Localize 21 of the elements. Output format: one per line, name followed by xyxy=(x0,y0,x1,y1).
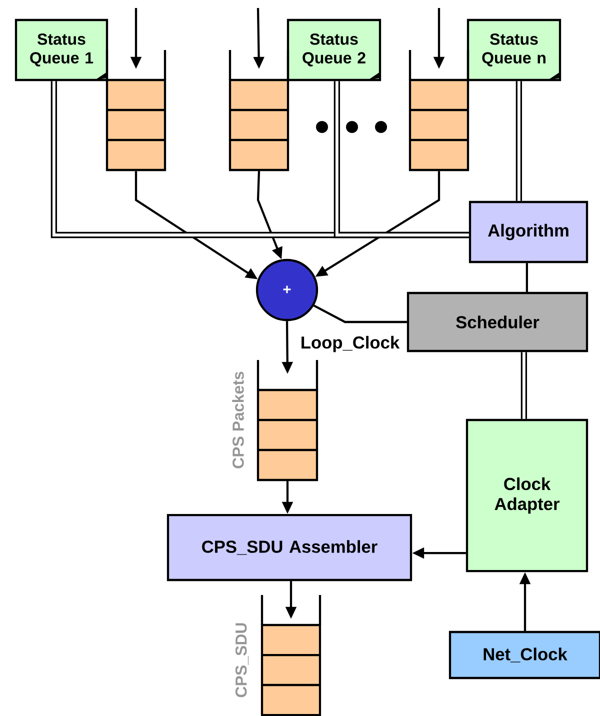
queue-stack xyxy=(260,594,322,716)
bus-line xyxy=(520,352,527,419)
queue-label: CPS_SDU xyxy=(235,623,249,698)
status-note: Status Queue 2 xyxy=(286,18,382,82)
bus-line xyxy=(334,81,469,238)
process-box: Scheduler xyxy=(406,292,588,352)
process-box: CPS_SDU Assembler xyxy=(166,514,412,582)
queue-stack xyxy=(106,48,166,172)
connector-line xyxy=(526,263,528,292)
queue-stack xyxy=(408,48,470,172)
queue-label: CPS Packets xyxy=(232,372,244,468)
queue-stack xyxy=(228,48,290,172)
queue-stack xyxy=(256,358,318,482)
process-box: Algorithm xyxy=(468,200,588,264)
status-note: Status Queue 1 xyxy=(14,18,108,82)
connector-line xyxy=(313,304,407,324)
bus-line xyxy=(516,81,522,201)
edge-label: Loop_Clock xyxy=(299,334,401,354)
status-note: Status Queue n xyxy=(466,18,562,82)
process-box: Clock Adapter xyxy=(466,418,588,572)
process-box: Net_Clock xyxy=(448,630,600,680)
